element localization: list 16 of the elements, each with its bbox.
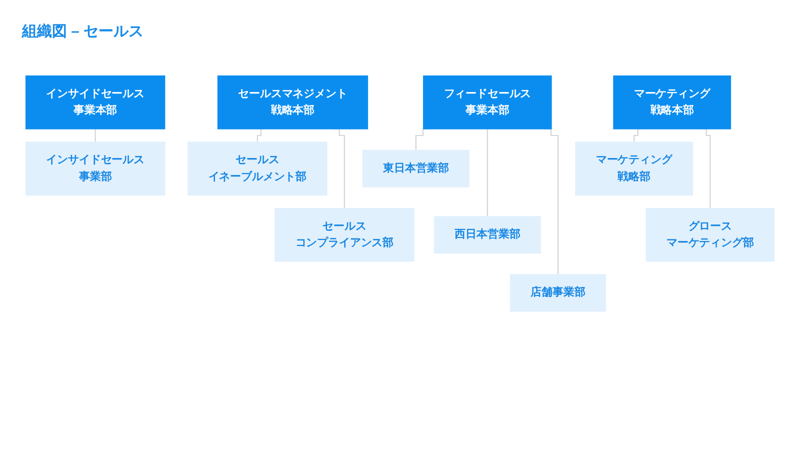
diagram-title: 組織図 – セールス [22, 22, 144, 42]
node-box: インサイドセールス事業部 [25, 142, 166, 196]
connector [486, 128, 488, 218]
node-box: マーケティング戦略部 [575, 142, 694, 196]
node-box: セールスマネジメント戦略本部 [217, 75, 368, 130]
node-box: インサイドセールス事業本部 [25, 75, 166, 130]
connector [94, 128, 96, 143]
node-box: グロースマーケティング部 [646, 208, 775, 262]
connector [256, 128, 264, 143]
node-box: セールスコンプライアンス部 [274, 208, 414, 262]
node-box: フィードセールス事業本部 [423, 75, 552, 130]
node-box: セールスイネーブルメント部 [188, 142, 328, 196]
node-box: 店舗事業部 [510, 274, 606, 312]
node-box: マーケティング戦略本部 [613, 75, 732, 130]
node-box: 西日本営業部 [434, 216, 541, 254]
node-box: 東日本営業部 [362, 150, 470, 188]
